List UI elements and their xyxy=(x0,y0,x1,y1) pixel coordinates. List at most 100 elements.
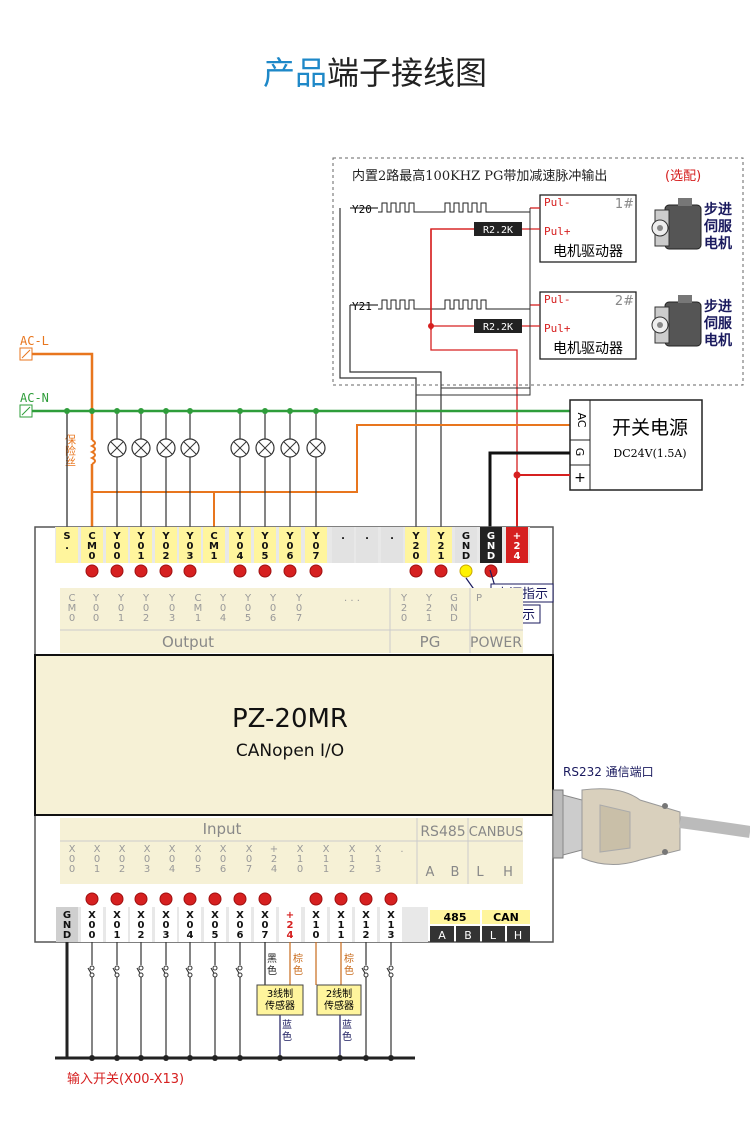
top-terminal xyxy=(480,527,502,563)
panel-b-label: B xyxy=(451,865,460,880)
bottom-terminal xyxy=(179,907,201,942)
resistor-label: R2.2K xyxy=(483,322,513,333)
panel-top-label: . . . xyxy=(344,593,360,604)
bottom-terminal xyxy=(355,907,377,942)
bottom-terminal xyxy=(380,907,402,942)
three-wire-sensor-name: 3线制传感器 xyxy=(265,987,295,1012)
output-label: Output xyxy=(162,633,214,651)
top-terminal xyxy=(254,527,276,563)
top-terminal xyxy=(106,527,128,563)
two-wire-sensor-box xyxy=(316,984,362,1016)
input-label: Input xyxy=(203,820,242,838)
model-name: PZ-20MR xyxy=(232,704,348,734)
bottom-terminal xyxy=(229,907,251,942)
title-main: 端子接线图 xyxy=(327,54,487,92)
top-terminal xyxy=(430,527,452,563)
motor-label: 步进 xyxy=(704,298,732,315)
motor-driver-box xyxy=(539,291,637,360)
top-terminal xyxy=(279,527,301,563)
ac-line-group: AC-L AC-N 保险丝 xyxy=(19,334,570,530)
top-terminal xyxy=(56,527,78,563)
power-supply: AC G + 开关电源 DC24V(1.5A) xyxy=(488,399,703,530)
top-terminal xyxy=(356,527,378,563)
run-led-icon xyxy=(459,564,473,578)
led-icon xyxy=(409,564,423,578)
pul-plus-label: Pul+ xyxy=(544,225,571,238)
two-wire-sensor-name: 2线制传感器 xyxy=(324,987,354,1012)
top-terminal-label: . xyxy=(390,531,394,542)
led-icon xyxy=(359,892,373,906)
led-icon xyxy=(434,564,448,578)
two-wire-sensor: 2线制传感器 棕色 蓝色 xyxy=(316,952,362,1043)
resistor-icon xyxy=(474,319,522,333)
pul-minus-label: Pul- xyxy=(544,196,571,209)
fuse-icon xyxy=(89,439,96,465)
top-terminal xyxy=(332,527,354,563)
pg-signal-label: Y20 xyxy=(352,203,372,216)
led-icon xyxy=(233,892,247,906)
led-icon xyxy=(85,892,99,906)
top-terminal xyxy=(179,527,201,563)
pulse-train xyxy=(378,202,530,213)
top-terminal xyxy=(405,527,427,563)
motor-label: 伺服 xyxy=(703,218,733,235)
led-icon xyxy=(258,564,272,578)
input-switch-label: 输入开关(X00-X13) xyxy=(67,1071,184,1087)
pul-minus-label: Pul- xyxy=(544,293,571,306)
bottom-terminal xyxy=(56,907,78,942)
bottom-terminal xyxy=(106,907,128,942)
resistor-icon xyxy=(474,222,522,236)
led-icon xyxy=(258,892,272,906)
bottom-terminal xyxy=(130,907,152,942)
comm-485-label: 485 xyxy=(444,911,467,924)
bottom-terminal xyxy=(305,907,327,942)
led-icon xyxy=(110,564,124,578)
top-terminal xyxy=(455,527,477,563)
panel-top-area xyxy=(60,588,523,653)
led-icon xyxy=(110,892,124,906)
top-terminal-label: S. xyxy=(63,531,70,552)
panel-a-label: A xyxy=(426,865,435,880)
top-terminal xyxy=(155,527,177,563)
three-wire-sensor-box xyxy=(256,984,304,1016)
pg-output-box xyxy=(332,157,744,386)
ac-l-label: AC-L xyxy=(20,334,49,348)
led-icon xyxy=(183,892,197,906)
led-icon xyxy=(334,892,348,906)
psu-box xyxy=(569,399,703,491)
led-icon xyxy=(233,564,247,578)
psu-gnd-wire xyxy=(488,451,570,530)
panel-l-label: L xyxy=(476,865,484,880)
led-icon xyxy=(309,892,323,906)
bottom-terminal xyxy=(254,907,276,942)
panel-h-label: H xyxy=(503,865,513,880)
